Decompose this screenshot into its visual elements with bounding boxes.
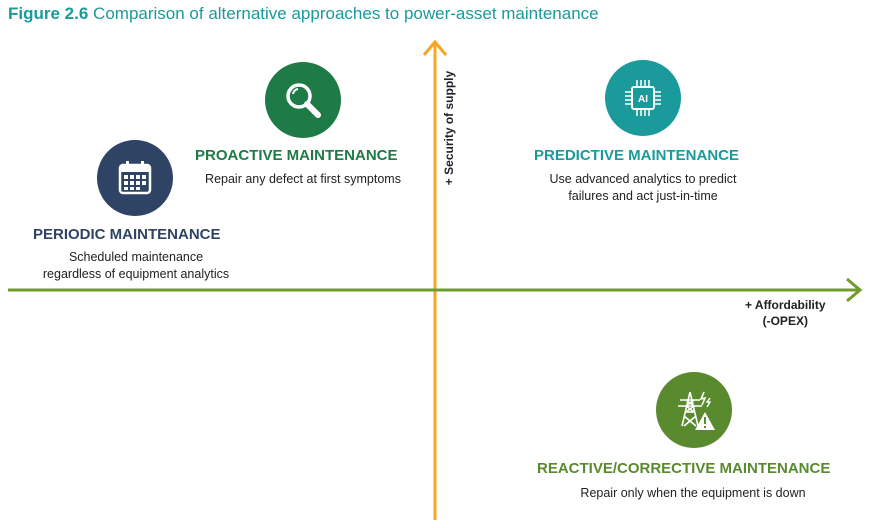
proactive-badge [265, 62, 341, 138]
x-axis-label: + Affordability (-OPEX) [745, 297, 826, 329]
periodic-title: PERIODIC MAINTENANCE [33, 226, 221, 243]
ai-chip-text: AI [638, 94, 648, 105]
predictive-description: Use advanced analytics to predict failur… [517, 171, 769, 205]
ai-chip-icon: AI [625, 80, 661, 116]
periodic-desc-line1: Scheduled maintenance [68, 250, 204, 264]
calendar-icon [118, 161, 152, 195]
reactive-badge [656, 372, 732, 448]
figure-caption: Comparison of alternative approaches to … [93, 4, 599, 23]
figure-label: Figure 2.6 [8, 4, 89, 23]
periodic-description: Scheduled maintenance regardless of equi… [30, 249, 242, 283]
x-axis-arrowhead [846, 277, 863, 303]
power-tower-warning-icon [678, 391, 715, 430]
proactive-desc-line1: Repair any defect at first symptoms [205, 172, 401, 186]
reactive-desc-line1: Repair only when the equipment is down [580, 486, 806, 500]
y-axis-arrowhead [422, 39, 448, 56]
y-axis-label: + Security of supply [442, 70, 456, 186]
periodic-badge [97, 140, 173, 216]
figure-title: Figure 2.6 Comparison of alternative app… [8, 4, 599, 24]
proactive-description: Repair any defect at first symptoms [180, 171, 426, 188]
predictive-badge: AI [605, 60, 681, 136]
magnifier-icon [286, 83, 321, 118]
periodic-desc-line2: regardless of equipment analytics [42, 267, 230, 281]
predictive-title: PREDICTIVE MAINTENANCE [534, 147, 740, 164]
proactive-title: PROACTIVE MAINTENANCE [195, 147, 398, 164]
reactive-description: Repair only when the equipment is down [545, 485, 841, 502]
x-axis-label-line1: + Affordability [745, 298, 826, 312]
predictive-desc-line2: failures and act just-in-time [568, 189, 718, 203]
predictive-desc-line1: Use advanced analytics to predict [549, 172, 737, 186]
x-axis-label-line2: (-OPEX) [762, 314, 808, 328]
reactive-title: REACTIVE/CORRECTIVE MAINTENANCE [537, 460, 831, 477]
